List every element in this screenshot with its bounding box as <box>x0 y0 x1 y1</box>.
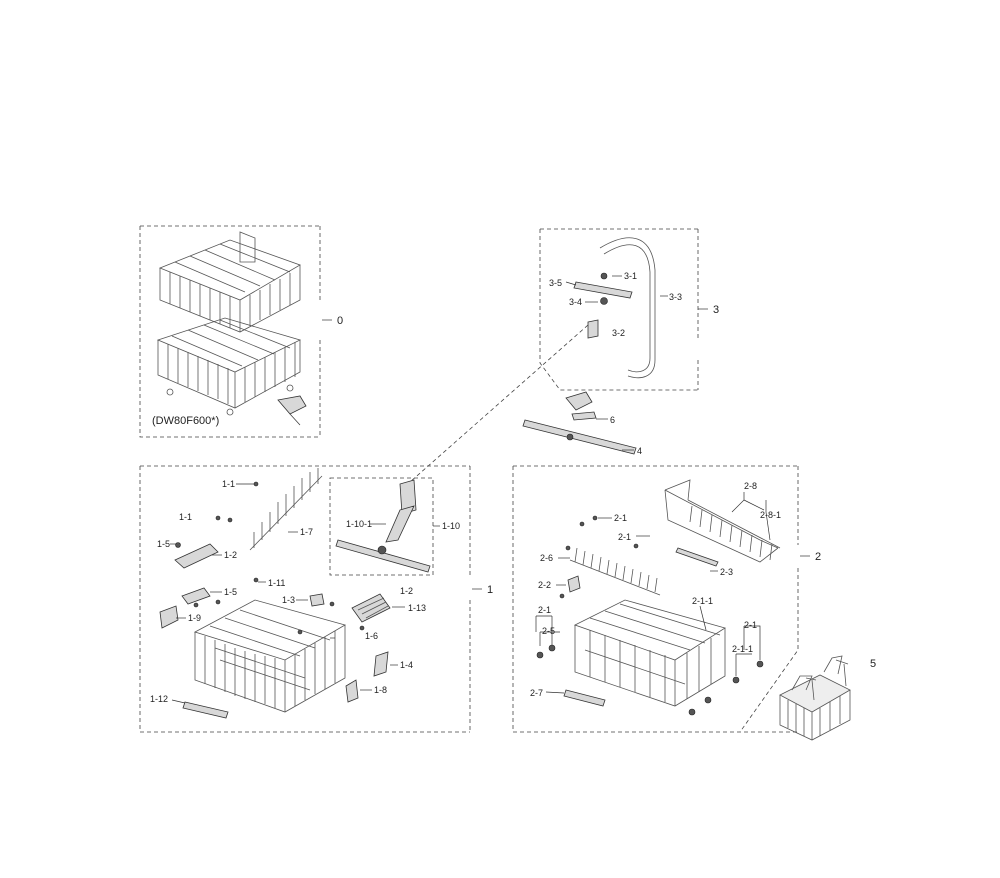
callout-2-1d: 2-1 <box>744 620 757 630</box>
part-6: 6 <box>565 391 615 425</box>
callout-2-8-1: 2-8-1 <box>760 510 781 520</box>
callout-2: 2 <box>815 551 821 563</box>
part-5-cutlery-baskets: 5 <box>779 655 876 741</box>
group-1-upper-rack-parts: 1 1-7 1-1 1-1 1-5 1-2 1-11 1-5 1-9 <box>139 465 493 733</box>
callout-1-5b: 1-5 <box>224 587 237 597</box>
callout-3-5: 3-5 <box>549 278 562 288</box>
callout-2-1a: 2-1 <box>614 513 627 523</box>
callout-1-1b: 1-1 <box>179 512 192 522</box>
callout-3-1: 3-1 <box>624 271 637 281</box>
callout-2-1c: 2-1 <box>538 605 551 615</box>
callout-1-9: 1-9 <box>188 613 201 623</box>
callout-2-3: 2-3 <box>720 567 733 577</box>
callout-3-4: 3-4 <box>569 297 582 307</box>
callout-1: 1 <box>487 584 493 596</box>
callout-2-2: 2-2 <box>538 580 551 590</box>
callout-3-2: 3-2 <box>612 328 625 338</box>
callout-3-3: 3-3 <box>669 292 682 302</box>
callout-6: 6 <box>610 415 615 425</box>
callout-2-1-1a: 2-5 <box>542 626 555 636</box>
callout-1-10-1: 1-10-1 <box>346 519 372 529</box>
callout-4: 4 <box>637 446 642 456</box>
callout-0: 0 <box>337 315 343 327</box>
callout-2-1-1b: 2-1-1 <box>732 644 753 654</box>
group-3-upper-pipe: 3-1 3-5 3-4 3-3 3-2 3 <box>539 228 719 391</box>
callout-1-1a: 1-1 <box>222 479 235 489</box>
callout-2-7: 2-7 <box>530 688 543 698</box>
callout-2-8: 2-8 <box>744 481 757 491</box>
model-note: (DW80F600*) <box>152 415 219 427</box>
callout-5: 5 <box>870 658 876 670</box>
callout-3: 3 <box>713 304 719 316</box>
group-1-10-middle-arm: 1-10-1 1-10 <box>329 477 460 576</box>
callout-1-10: 1-10 <box>442 521 460 531</box>
group-0-rack-assembly: 0 (DW80F600*) <box>139 225 343 438</box>
callout-2-5: 2-1-1 <box>692 596 713 606</box>
callout-1-7: 1-7 <box>300 527 313 537</box>
callout-1-4: 1-4 <box>400 660 413 670</box>
callout-1-12: 1-12 <box>150 694 168 704</box>
callout-1-13: 1-13 <box>408 603 426 613</box>
callout-1-3: 1-3 <box>282 595 295 605</box>
callout-1-8: 1-8 <box>374 685 387 695</box>
callout-1-11: 1-11 <box>268 578 285 588</box>
callout-1-6: 1-6 <box>365 631 378 641</box>
part-4: 4 <box>522 419 642 456</box>
assembly-link-line <box>409 324 589 483</box>
callout-2-6: 2-6 <box>540 553 553 563</box>
group-2-lower-rack-parts: 2 2-8 2-8-1 2-1 2-1 2-6 2-3 <box>512 465 821 733</box>
callout-1-5a: 1-5 <box>157 539 170 549</box>
callout-1-2a: 1-2 <box>224 550 237 560</box>
callout-2-1b: 2-1 <box>618 532 631 542</box>
callout-1-2b: 1-2 <box>400 586 413 596</box>
